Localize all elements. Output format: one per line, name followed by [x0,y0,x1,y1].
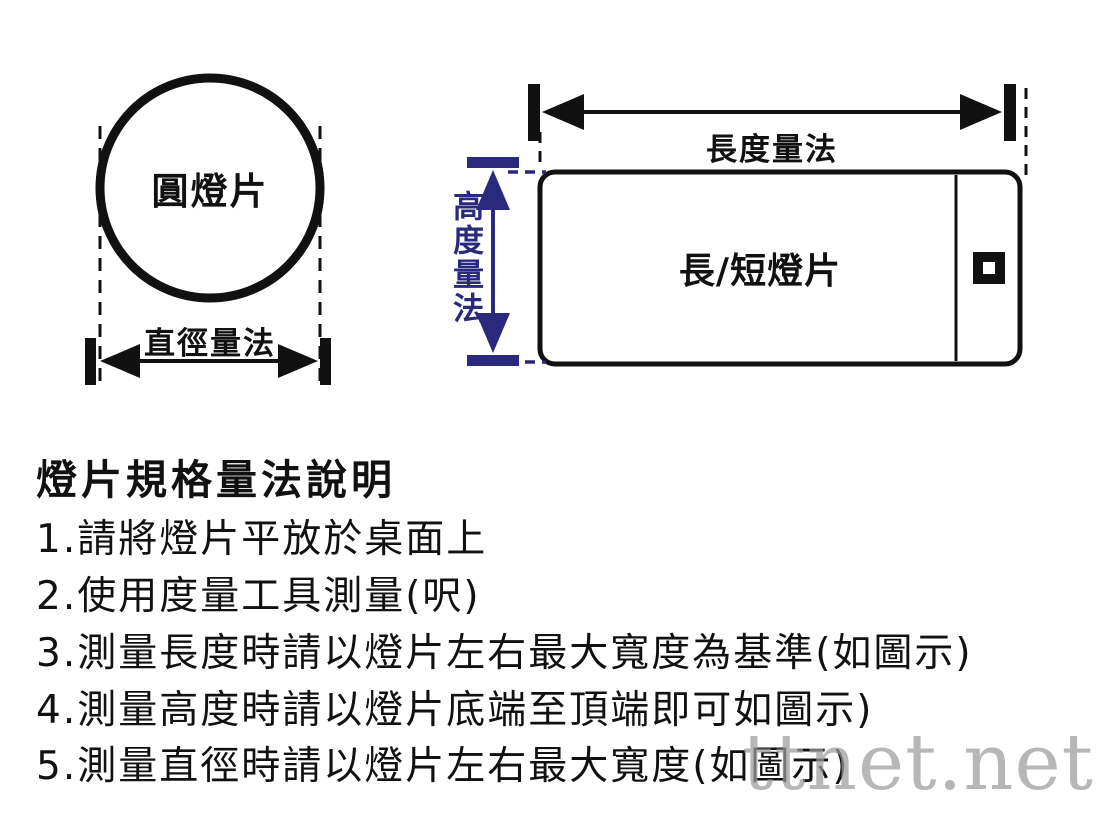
connector-square-inner [983,262,995,274]
length-method-label: 長度量法 [706,132,838,168]
height-dimension-arrow [467,157,519,366]
instruction-item-5: 5.測量直徑時請以燈片左右最大寬度(如圖示) [36,744,850,790]
length-dimension-arrow [528,84,1016,141]
diagram-shapes [85,73,1028,385]
instruction-item-2: 2.使用度量工具測量(呎) [36,573,481,619]
instruction-item-4: 4.測量高度時請以燈片底端至頂端即可如圖示) [36,687,874,733]
long-short-lamp-label: 長/短燈片 [678,251,842,292]
diameter-dimension-arrow [85,338,331,385]
instruction-item-3: 3.測量長度時請以燈片左右最大寬度為基準(如圖示) [36,630,973,676]
height-method-label: 高度量法 [447,190,483,326]
long-short-lamp-shape [537,169,1023,367]
diameter-method-label: 直徑量法 [144,326,276,362]
round-lamp-shape [95,73,325,303]
instructions-title: 燈片規格量法說明 [36,456,396,504]
round-lamp-label: 圓燈片 [151,170,269,213]
instruction-item-1: 1.請將燈片平放於桌面上 [36,517,488,563]
watermark: ttnet.net [742,718,1094,808]
instructions-section: 燈片規格量法說明 1.請將燈片平放於桌面上 2.使用度量工具測量(呎) 3.測量… [36,456,973,801]
